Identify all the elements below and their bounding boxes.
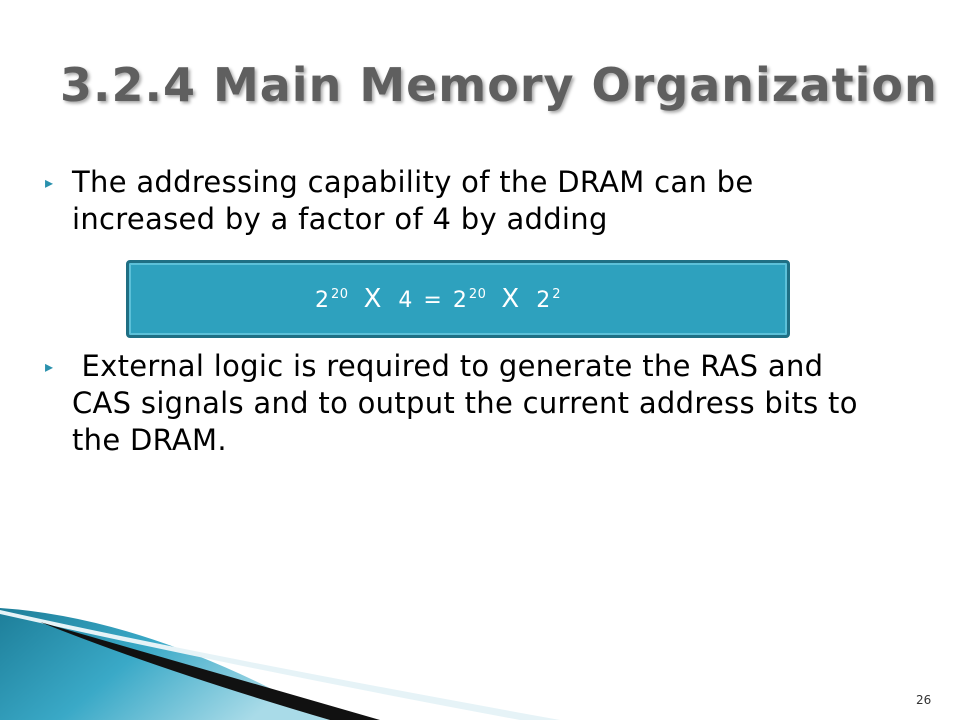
triangle-right-icon: ▸ [45, 173, 54, 192]
formula-exponent-1: 20 [331, 287, 349, 302]
formula-base-1: 2 [315, 288, 332, 313]
bullet-text-2: External logic is required to generate t… [72, 349, 858, 457]
formula-equals: = [423, 288, 444, 313]
formula-times-2: X [501, 284, 522, 314]
formula-exponent-2: 20 [468, 287, 487, 302]
formula-exponent-3: 2 [552, 287, 561, 302]
formula-base-2: 2 [452, 288, 469, 313]
formula: 220 X 4 = 220 X 22 [315, 284, 561, 314]
formula-base-3: 2 [536, 288, 553, 313]
formula-box: 220 X 4 = 220 X 22 [126, 260, 790, 338]
bullet-item-1: ▸ The addressing capability of the DRAM … [45, 164, 892, 238]
slide-title: 3.2.4 Main Memory Organization [60, 58, 938, 112]
formula-factor: 4 [398, 288, 415, 313]
triangle-right-icon: ▸ [45, 357, 54, 376]
bullet-text-1: The addressing capability of the DRAM ca… [72, 165, 754, 236]
swoosh-decoration [0, 608, 560, 720]
bullet-item-2: ▸ External logic is required to generate… [45, 348, 892, 459]
formula-times-1: X [363, 284, 384, 314]
slide-number: 26 [916, 693, 932, 707]
